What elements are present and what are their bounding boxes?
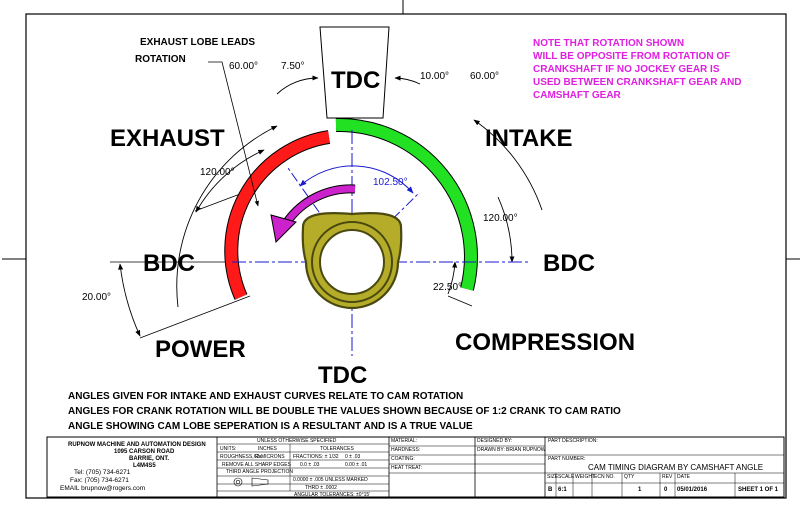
cam-base-circle [311,221,393,303]
company-email: EMAIL brupnow@rogers.com [60,485,145,492]
rotation-arrow [284,185,356,225]
heat-treat-label: HEAT TREAT: [391,465,422,471]
arc-102-50 [299,165,414,194]
dim-102-50: 102.50° [373,177,408,188]
tdc-wedge [319,26,390,119]
ecn-label: ECN NO. [594,474,615,480]
company-address-1: 1095 CARSON ROAD [114,449,175,455]
label-tdc-bottom: TDC [318,362,367,389]
company-tel: Tel: (705) 734-6271 [74,469,131,476]
exhaust-lobe-leader [208,61,259,207]
projection-symbol-icon [233,477,269,487]
angle-note-1: ANGLES GIVEN FOR INTAKE AND EXHAUST CURV… [68,391,463,402]
rev-label: REV [662,474,673,480]
company-name: RUPNOW MACHINE AND AUTOMATION DESIGN [68,442,206,448]
thread-tol: THRD ± .0002 [305,485,337,491]
dim-60-right: 60.00° [470,71,499,82]
rev-value: 0 [664,487,668,493]
company-address-2: BARRIE, ONT. [129,456,169,462]
qty-label: QTY [624,474,635,480]
dim-20: 20.00° [82,292,111,303]
exhaust-lobe-note-1: EXHAUST LOBE LEADS [140,37,255,48]
coating-label: COATING: [391,456,415,462]
label-exhaust: EXHAUST [110,125,225,152]
qty-value: 1 [638,487,642,493]
angle-note-2: ANGLES FOR CRANK ROTATION WILL BE DOUBLE… [68,406,621,417]
tol-1: 0.0 ± .03 [300,462,320,468]
units-value: INCHES [258,446,278,452]
label-tdc-top: TDC [331,67,380,94]
roughness-label: ROUGHNESS, Ra: [220,454,263,460]
date-value: 05/01/2016 [677,487,708,493]
cam-bore [319,229,385,295]
part-description-label: PART DESCRIPTION: [548,438,598,444]
projection-label: THIRD ANGLE PROJECTION [226,469,293,475]
arc-20 [118,263,141,337]
tolerances-label: TOLERANCES [320,446,354,452]
rotation-arrow-head [270,214,297,244]
rotation-note-1: NOTE THAT ROTATION SHOWN [533,38,684,49]
material-label: MATERIAL: [391,438,417,444]
designed-by-label: DESIGNED BY: [477,438,512,444]
exhaust-lobe-note-2: ROTATION [135,54,186,65]
company-address-3: L4M4S5 [133,463,156,469]
arc-10 [394,75,421,85]
rotation-note-5: CAMSHAFT GEAR [533,90,622,101]
size-label: SIZE [547,474,559,480]
rotation-note-3: CRANKSHAFT IF NO JOCKEY GEAR IS [533,64,720,75]
scale-value: 6:1 [558,487,567,493]
weight-label: WEIGHT [575,474,595,480]
label-intake: INTAKE [485,125,573,152]
unless-specified: UNLESS OTHERWISE SPECIFIED [257,438,337,444]
dim-10: 10.00° [420,71,449,82]
tol-2: 0.00 ± .01 [345,462,367,468]
company-fax: Fax: (705) 734-6271 [70,477,129,484]
dim-60-left: 60.00° [229,61,258,72]
label-compression: COMPRESSION [455,329,635,356]
arc-60-left [176,125,278,308]
rotation-note-2: WILL BE OPPOSITE FROM ROTATION OF [533,51,730,62]
angle-note-3: ANGLE SHOWING CAM LOBE SEPERATION IS A R… [68,421,473,432]
drawn-by-value: BRIAN RUPNOW [506,447,546,453]
dim-7-50: 7.50° [281,61,304,72]
intake-curve [335,118,477,291]
part-number-label: PART NUMBER: [548,456,585,462]
arc-120-left [195,149,265,213]
label-bdc-right: BDC [543,250,595,277]
dim-120-left: 120.00° [200,167,235,178]
angular-tol: ANGULAR TOLERANCES: ±0°15' [294,492,370,498]
ext-compression [447,295,473,307]
hardness-label: HARDNESS: [391,447,420,453]
ext-power [139,295,251,339]
drawing-title: CAM TIMING DIAGRAM BY CAMSHAFT ANGLE [588,463,763,472]
roughness-value: 63 MICRONS [254,454,285,460]
arc-60-right [473,119,543,211]
label-bdc-left: BDC [143,250,195,277]
sheet-border [25,13,787,499]
arc-7-50 [276,75,319,95]
arc-120-right [497,196,515,263]
exhaust-curve [225,131,330,300]
date-label: DATE [677,474,691,480]
title-block [46,436,785,498]
scale-label: SCALE [558,474,575,480]
rotation-note-4: USED BETWEEN CRANKSHAFT GEAR AND [533,77,742,88]
dim-22-50: 22.50° [433,282,462,293]
remove-edges: REMOVE ALL SHARP EDGES [222,462,292,468]
size-value: B [548,487,553,493]
fractions-tol: FRACTIONS: ± 1/32 [293,454,339,460]
drawn-by-label: DRAWN BY: [477,447,505,453]
tol-3: 0.0000 ± .005 UNLESS MARKED [293,477,368,483]
arc-22-50 [447,261,458,295]
dim-120-right: 120.00° [483,213,518,224]
label-power: POWER [155,336,246,363]
units-label: UNITS: [220,446,236,452]
sheet-number: SHEET 1 OF 1 [738,487,779,493]
tol-0: 0 ± .03 [345,454,360,460]
